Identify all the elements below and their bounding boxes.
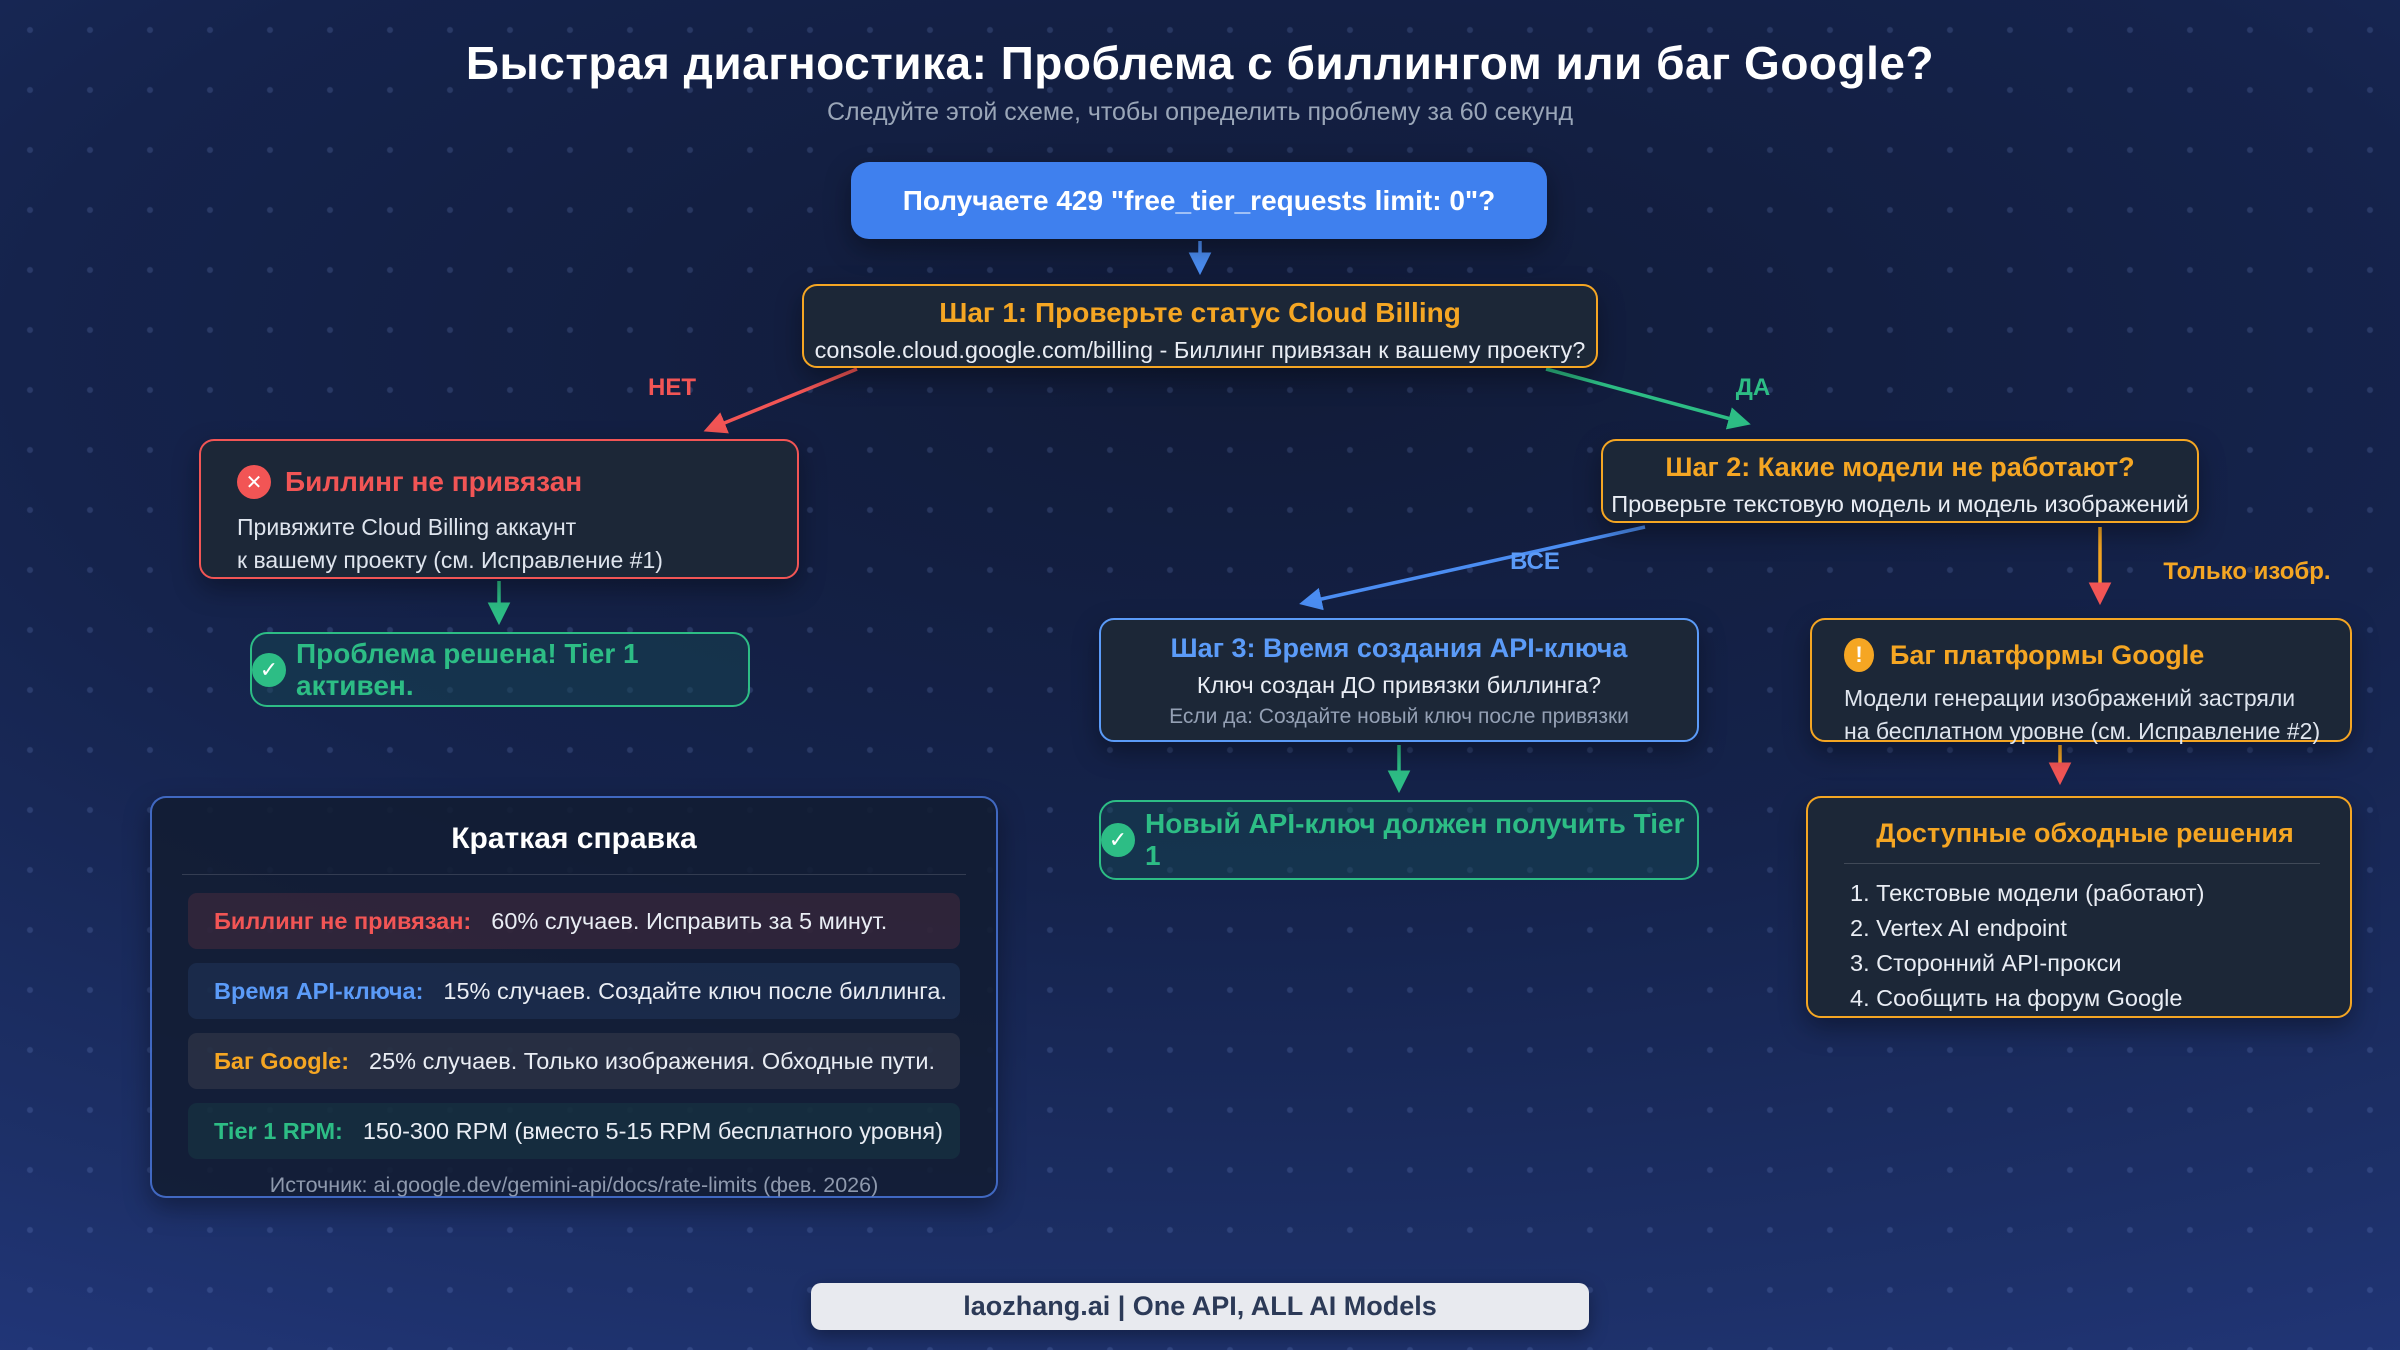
step3-note: Если да: Создайте новый ключ после привя… xyxy=(1169,705,1629,728)
workaround-item: 1. Текстовые модели (работают) xyxy=(1850,880,2205,906)
connector-step1-no xyxy=(703,367,858,434)
google-bug-line1: Модели генерации изображений застряли xyxy=(1844,685,2296,711)
reference-row-label: Биллинг не привязан: xyxy=(214,907,472,934)
node-workarounds: Доступные обходные решения 1. Текстовые … xyxy=(1806,796,2352,1018)
quick-reference-title: Краткая справка xyxy=(451,822,697,855)
edge-label-no: НЕТ xyxy=(648,374,696,401)
start-question-label: Получаете 429 "free_tier_requests limit:… xyxy=(902,184,1496,216)
node-step2: Шаг 2: Какие модели не работают? Проверь… xyxy=(1601,439,2199,523)
step3-body: Ключ создан ДО привязки биллинга? xyxy=(1196,672,1602,698)
problem-solved-label: Проблема решена! Tier 1 активен. xyxy=(296,637,639,701)
google-bug-line2: на бесплатном уровне (см. Исправление #2… xyxy=(1844,718,2321,745)
check-icon: ✓ xyxy=(1101,823,1135,857)
billing-not-linked-line1: Привяжите Cloud Billing аккаунт xyxy=(237,514,577,540)
workarounds-title: Доступные обходные решения xyxy=(1876,818,2294,848)
workaround-item: 3. Сторонний API-прокси xyxy=(1850,950,2122,976)
page-subtitle: Следуйте этой схеме, чтобы определить пр… xyxy=(826,98,1574,126)
divider xyxy=(1844,863,2320,864)
node-step3: Шаг 3: Время создания API-ключа Ключ соз… xyxy=(1099,618,1699,742)
step2-title: Шаг 2: Какие модели не работают? xyxy=(1665,452,2135,482)
connector-step1-yes xyxy=(1545,367,1751,430)
edge-label-images-only: Только изобр. xyxy=(2163,558,2331,585)
step1-title: Шаг 1: Проверьте статус Cloud Billing xyxy=(939,297,1461,328)
warning-icon: ! xyxy=(1844,638,1874,672)
google-bug-title: Баг платформы Google xyxy=(1890,639,2205,670)
reference-row-label: Tier 1 RPM: xyxy=(214,1117,343,1144)
error-icon: ✕ xyxy=(237,465,271,499)
check-icon: ✓ xyxy=(252,652,286,687)
reference-row-api-key: Время API-ключа: 15% случаев. Создайте к… xyxy=(188,963,960,1019)
reference-row-label: Время API-ключа: xyxy=(214,977,424,1004)
reference-row-label: Баг Google: xyxy=(214,1047,350,1074)
node-google-platform-bug: ! Баг платформы Google Модели генерации … xyxy=(1810,618,2352,744)
billing-not-linked-title: Биллинг не привязан xyxy=(285,466,583,497)
edge-label-yes: ДА xyxy=(1735,374,1771,401)
node-new-key-tier1: ✓ Новый API-ключ должен получить Tier 1 xyxy=(1099,800,1699,880)
edge-label-all: ВСЕ xyxy=(1510,548,1560,575)
footer-brand-label: laozhang.ai | One API, ALL AI Models xyxy=(963,1291,1437,1321)
billing-not-linked-line2: к вашему проекту (см. Исправление #1) xyxy=(237,547,663,574)
workaround-item: 2. Vertex AI endpoint xyxy=(1850,915,2067,941)
reference-row-tier1-rpm: Tier 1 RPM: 150-300 RPM (вместо 5-15 RPM… xyxy=(188,1103,960,1159)
divider xyxy=(182,874,966,875)
reference-row-text: 15% случаев. Создайте ключ после биллинг… xyxy=(443,977,947,1004)
workaround-item: 4. Сообщить на форум Google xyxy=(1850,985,2183,1011)
reference-row-text: 25% случаев. Только изображения. Обходны… xyxy=(369,1047,935,1074)
node-billing-not-linked: ✕ Биллинг не привязан Привяжите Cloud Bi… xyxy=(199,439,799,579)
reference-row-google-bug: Баг Google: 25% случаев. Только изображе… xyxy=(188,1033,960,1089)
node-problem-solved: ✓ Проблема решена! Tier 1 активен. xyxy=(250,632,750,707)
reference-row-billing: Биллинг не привязан: 60% случаев. Исправ… xyxy=(188,893,960,949)
page-title: Быстрая диагностика: Проблема с биллинго… xyxy=(465,37,1935,89)
step3-title: Шаг 3: Время создания API-ключа xyxy=(1170,633,1628,663)
node-start-question: Получаете 429 "free_tier_requests limit:… xyxy=(851,162,1547,239)
step2-body: Проверьте текстовую модель и модель изоб… xyxy=(1611,491,2189,517)
quick-reference-panel: Краткая справка Биллинг не привязан: 60%… xyxy=(150,796,998,1198)
reference-source: Источник: ai.google.dev/gemini-api/docs/… xyxy=(269,1173,879,1197)
step1-body: console.cloud.google.com/billing - Билли… xyxy=(814,337,1586,363)
reference-row-text: 60% случаев. Исправить за 5 минут. xyxy=(491,907,888,934)
new-key-label: Новый API-ключ должен получить Tier 1 xyxy=(1145,808,1685,871)
reference-row-text: 150-300 RPM (вместо 5-15 RPM бесплатного… xyxy=(362,1117,943,1144)
connector-step2-all xyxy=(1299,525,1646,611)
node-step1: Шаг 1: Проверьте статус Cloud Billing co… xyxy=(802,284,1598,368)
footer-brand-badge: laozhang.ai | One API, ALL AI Models xyxy=(811,1283,1589,1330)
